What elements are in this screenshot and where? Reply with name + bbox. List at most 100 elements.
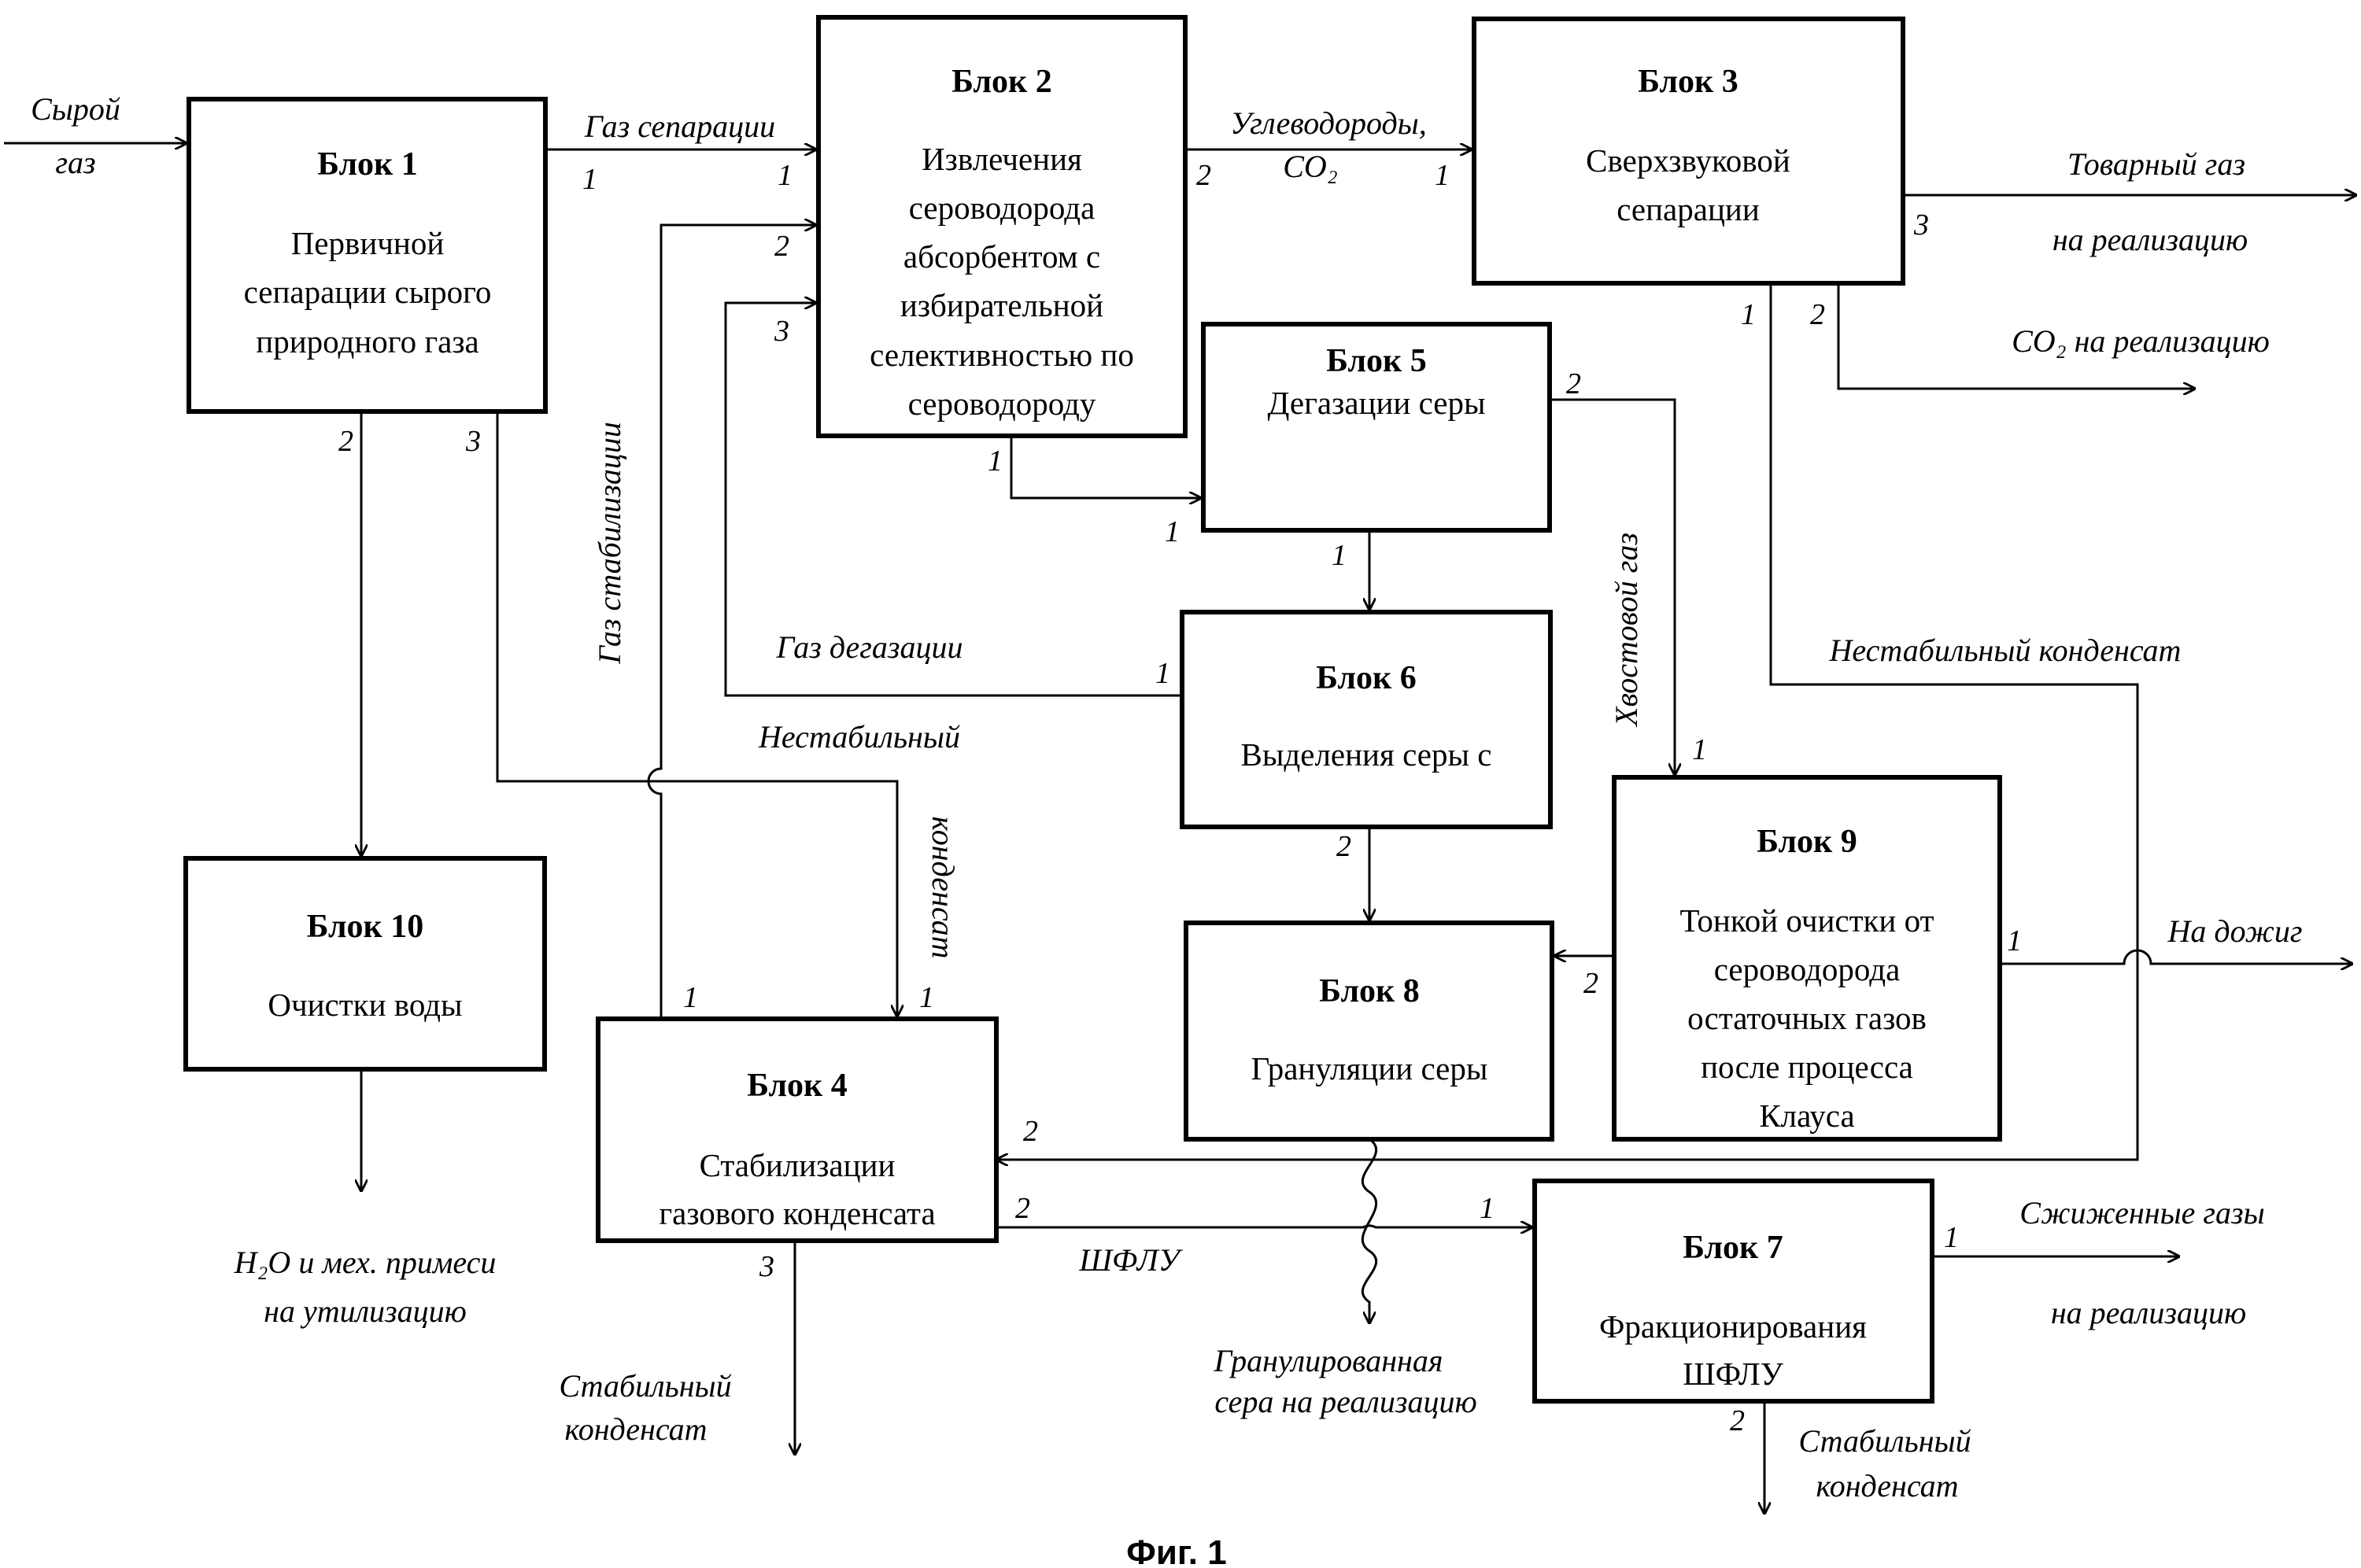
block-2-line: Извлечения [922, 141, 1082, 177]
port-label: 2 [1583, 967, 1598, 1000]
block-4: Блок 4 Стабилизации газового конденсата [596, 1016, 999, 1243]
port-label: 1 [1155, 657, 1170, 690]
label-ngl: ШФЛУ [1078, 1242, 1183, 1278]
figure-caption: Фиг. 1 [1126, 1533, 1226, 1568]
label-commercial-gas: на реализацию [2052, 222, 2248, 257]
block-3-line: сепарации [1616, 191, 1760, 227]
block-9-line: остаточных газов [1687, 1000, 1927, 1036]
connector-b2-b6 [1010, 436, 1202, 498]
block-3-title: Блок 3 [1638, 64, 1738, 100]
block-2: Блок 2 Извлечения сероводорода абсорбент… [816, 15, 1188, 438]
block-7-title: Блок 7 [1683, 1230, 1783, 1266]
block-1-line: сепарации сырого [244, 274, 492, 310]
block-6-title: Блок 5 [1326, 343, 1426, 379]
port-label: 1 [1944, 1221, 1959, 1254]
block-5-title: Блок 6 [1316, 660, 1416, 696]
connector-ngl [996, 1226, 1533, 1227]
block-1: Блок 1 Первичной сепарации сырого природ… [187, 97, 548, 414]
block-9-line: Клауса [1759, 1098, 1854, 1134]
port-label: 1 [1741, 298, 1756, 331]
label-degassing-gas: Газ дегазации [775, 629, 963, 665]
block-10-line: Очистки воды [268, 987, 462, 1023]
block-9-line: Тонкой очистки от [1679, 902, 1934, 939]
label-unstable-condensate-b3: Нестабильный конденсат [1829, 633, 2182, 668]
block-10-title: Блок 10 [307, 909, 423, 945]
port-label: 2 [1810, 298, 1825, 331]
label-raw-gas: газ [55, 145, 95, 180]
label-unstable-condensate-b1-vertical: конденсат [926, 817, 961, 959]
block-1-line: природного газа [256, 323, 478, 360]
block-6-line: Дегазации серы [1267, 385, 1485, 421]
block-2-line: сероводороду [908, 386, 1096, 422]
connector-co2-sale [1837, 283, 2196, 389]
block-7-line: ШФЛУ [1683, 1356, 1783, 1392]
label-commercial-gas: Товарный газ [2067, 146, 2245, 182]
port-label: 3 [774, 315, 789, 348]
block-3-line: Сверхзвуковой [1586, 142, 1790, 179]
port-label: 2 [1730, 1404, 1745, 1437]
block-1-line: Первичной [291, 225, 445, 261]
label-hydrocarbons-co2: Углеводороды, [1230, 105, 1427, 141]
port-label: 3 [1913, 208, 1929, 242]
label-unstable-condensate-b1: Нестабильный [758, 719, 960, 754]
port-label: 2 [1023, 1115, 1038, 1148]
port-label: 1 [683, 981, 698, 1014]
block-8-title: Блок 8 [1319, 973, 1419, 1009]
block-5-line: Выделения серы с [1241, 736, 1492, 773]
connector-degassing-gas [724, 303, 1182, 697]
port-label: 1 [778, 159, 793, 192]
label-tail-gas: Хвостовой газ [1609, 533, 1644, 728]
block-2-line: абсорбентом с [903, 238, 1100, 275]
label-liquefied-gases: на реализацию [2051, 1295, 2246, 1330]
port-label: 1 [1692, 733, 1707, 766]
label-liquefied-gases: Сжиженные газы [2019, 1195, 2264, 1230]
connector-tail-gas [1550, 398, 1675, 776]
block-9-line: после процесса [1701, 1049, 1913, 1085]
block-7: Блок 7 Фракционирования ШФЛУ [1532, 1179, 1934, 1404]
port-label: 3 [465, 425, 481, 458]
label-stable-condensate-b7: конденсат [1816, 1468, 1959, 1503]
label-stabilization-gas: Газ стабилизации [592, 422, 627, 665]
connector-stabilization-gas [647, 225, 817, 1019]
block-2-line: сероводорода [909, 190, 1096, 226]
port-label: 2 [338, 425, 353, 458]
block-9-line: сероводорода [1714, 951, 1901, 987]
port-label: 1 [988, 445, 1003, 478]
connector-to-afterburn [2000, 949, 2353, 964]
block-2-title: Блок 2 [951, 64, 1051, 100]
label-granulated-sulfur: Гранулированная [1214, 1343, 1443, 1378]
block-8-line: Грануляции серы [1251, 1050, 1488, 1087]
port-label: 3 [759, 1250, 774, 1283]
port-label: 1 [1480, 1192, 1495, 1225]
label-to-afterburn: На дожиг [2167, 913, 2303, 949]
port-label: 1 [1332, 539, 1347, 572]
port-label: 2 [774, 230, 789, 263]
block-4-line: газового конденсата [659, 1195, 935, 1231]
port-label: 2 [1015, 1192, 1030, 1225]
block-7-line: Фракционирования [1599, 1308, 1867, 1345]
label-stable-condensate-b4: Стабильный [559, 1368, 731, 1404]
label-stable-condensate-b7: Стабильный [1798, 1423, 1971, 1459]
port-label: 1 [1165, 515, 1180, 548]
block-5: Блок 6 Выделения серы с [1180, 610, 1553, 829]
label-co2-sale: CO₂ на реализацию [2012, 323, 2270, 359]
port-label: 1 [582, 163, 597, 196]
block-3: Блок 3 Сверхзвуковой сепарации [1472, 17, 1905, 286]
label-raw-gas: Сырой [31, 91, 120, 127]
block-2-line: избирательной [900, 287, 1103, 323]
port-label: 2 [1336, 830, 1351, 863]
block-6: Блок 5 Дегазации серы [1201, 322, 1552, 533]
label-granulated-sulfur: сера на реализацию [1214, 1384, 1476, 1419]
block-4-title: Блок 4 [747, 1068, 847, 1104]
port-label: 1 [1435, 159, 1450, 192]
block-2-line: селективностью по [870, 337, 1134, 373]
block-4-line: Стабилизации [700, 1147, 896, 1183]
connector-unstable-condensate-b3 [996, 283, 2139, 1160]
port-label: 2 [1566, 367, 1581, 400]
port-label: 1 [2007, 924, 2022, 957]
label-water-out: на утилизацию [264, 1293, 467, 1329]
label-hydrocarbons-co2: CO₂ [1283, 149, 1337, 184]
label-water-out: H₂O и мех. примеси [234, 1245, 497, 1280]
port-label: 2 [1196, 159, 1211, 192]
